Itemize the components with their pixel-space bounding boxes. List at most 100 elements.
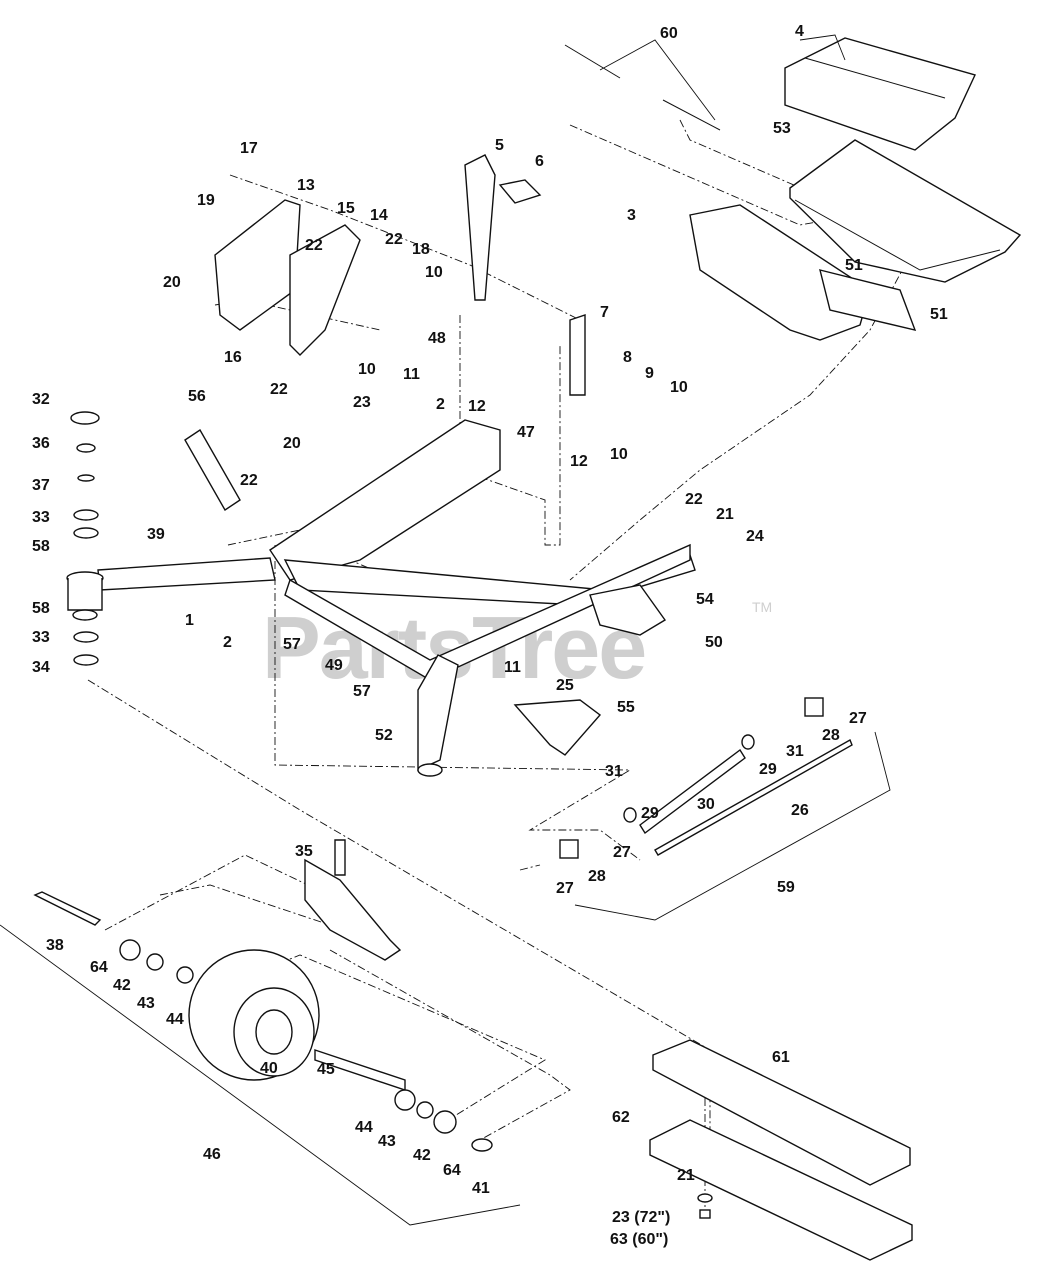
caster-hardware (70, 411, 100, 666)
callout-c5: 5 (495, 137, 504, 154)
callout-c18: 18 (412, 241, 430, 258)
callout-c29a: 29 (759, 761, 777, 778)
callout-c42a: 42 (113, 977, 131, 994)
callout-c23a: 23 (353, 394, 371, 411)
callout-c48: 48 (428, 330, 446, 347)
skid-boards (649, 1039, 913, 1261)
callout-c53: 53 (773, 120, 791, 137)
callout-c29b: 29 (641, 805, 659, 822)
callout-c14: 14 (370, 207, 388, 224)
callout-c64a: 64 (90, 959, 108, 976)
callout-c64b: 64 (443, 1162, 461, 1179)
callout-c37: 37 (32, 477, 50, 494)
callout-c23b: 23 (72") (612, 1209, 670, 1226)
callout-c15: 15 (337, 200, 355, 217)
callout-c9: 9 (645, 365, 654, 382)
callout-c16: 16 (224, 349, 242, 366)
callout-c27b: 27 (613, 844, 631, 861)
callout-c41: 41 (472, 1180, 490, 1197)
callout-c46: 46 (203, 1146, 221, 1163)
callout-c58a: 58 (32, 538, 50, 555)
callout-c12a: 12 (468, 398, 486, 415)
callout-c36: 36 (32, 435, 50, 452)
callout-c20a: 20 (163, 274, 181, 291)
callout-c44a: 44 (166, 1011, 184, 1028)
callout-c33a: 33 (32, 509, 50, 526)
callout-c22c: 22 (270, 381, 288, 398)
callout-c22e: 22 (685, 491, 703, 508)
callout-c62: 62 (612, 1109, 630, 1126)
callout-c30: 30 (697, 796, 715, 813)
callout-c51a: 51 (845, 257, 863, 274)
callout-c21a: 21 (716, 506, 734, 523)
callout-c60: 60 (660, 25, 678, 42)
callout-c3: 3 (627, 207, 636, 224)
callout-c51b: 51 (930, 306, 948, 323)
callout-c28b: 28 (588, 868, 606, 885)
callout-c56: 56 (188, 388, 206, 405)
callout-c22b: 22 (385, 231, 403, 248)
main-frame (66, 419, 696, 777)
callout-c4: 4 (795, 23, 804, 40)
callout-c44b: 44 (355, 1119, 373, 1136)
callout-c57a: 57 (283, 636, 301, 653)
callout-c61: 61 (772, 1049, 790, 1066)
callout-c12b: 12 (570, 453, 588, 470)
callout-c39: 39 (147, 526, 165, 543)
callout-c6: 6 (535, 153, 544, 170)
callout-c10d: 10 (610, 446, 628, 463)
callout-c57b: 57 (353, 683, 371, 700)
callout-c63: 63 (60") (610, 1231, 668, 1248)
callout-c22d: 22 (240, 472, 258, 489)
callout-c55: 55 (617, 699, 635, 716)
floor-pan (564, 37, 1022, 341)
callout-c42b: 42 (413, 1147, 431, 1164)
callout-c20b: 20 (283, 435, 301, 452)
callout-c25: 25 (556, 677, 574, 694)
callout-c31a: 31 (605, 763, 623, 780)
callout-c43a: 43 (137, 995, 155, 1012)
callout-c38: 38 (46, 937, 64, 954)
callout-c27a: 27 (849, 710, 867, 727)
callout-c43b: 43 (378, 1133, 396, 1150)
callout-c47: 47 (517, 424, 535, 441)
callout-c22a: 22 (305, 237, 323, 254)
callout-c10a: 10 (425, 264, 443, 281)
callout-c11b: 11 (504, 659, 521, 676)
callout-c54: 54 (696, 591, 714, 608)
group-leaders (0, 34, 891, 1226)
callout-c2a: 2 (436, 396, 445, 413)
callout-c58b: 58 (32, 600, 50, 617)
callout-c52: 52 (375, 727, 393, 744)
callout-c10c: 10 (670, 379, 688, 396)
callout-c10b: 10 (358, 361, 376, 378)
callout-c17: 17 (240, 140, 258, 157)
callout-c19: 19 (197, 192, 215, 209)
callout-c26: 26 (791, 802, 809, 819)
control-brackets (214, 154, 586, 396)
callout-c1: 1 (185, 612, 194, 629)
callout-c50: 50 (705, 634, 723, 651)
callout-c8: 8 (623, 349, 632, 366)
callout-c45: 45 (317, 1061, 335, 1078)
callout-c2b: 2 (223, 634, 232, 651)
callout-c34: 34 (32, 659, 50, 676)
callout-c31b: 31 (786, 743, 804, 760)
callout-c59: 59 (777, 879, 795, 896)
caster-wheel-assembly (33, 839, 493, 1152)
callout-c27c: 27 (556, 880, 574, 897)
callout-c33b: 33 (32, 629, 50, 646)
callout-c7: 7 (600, 304, 609, 321)
callout-c32: 32 (32, 391, 50, 408)
callout-c21b: 21 (677, 1167, 695, 1184)
callout-c11a: 11 (403, 366, 420, 383)
watermark-trademark: TM (752, 599, 772, 615)
callout-c24: 24 (746, 528, 764, 545)
callout-c35: 35 (295, 843, 313, 860)
spring-assembly (559, 697, 853, 859)
callout-c13: 13 (297, 177, 315, 194)
callout-c40: 40 (260, 1060, 278, 1077)
